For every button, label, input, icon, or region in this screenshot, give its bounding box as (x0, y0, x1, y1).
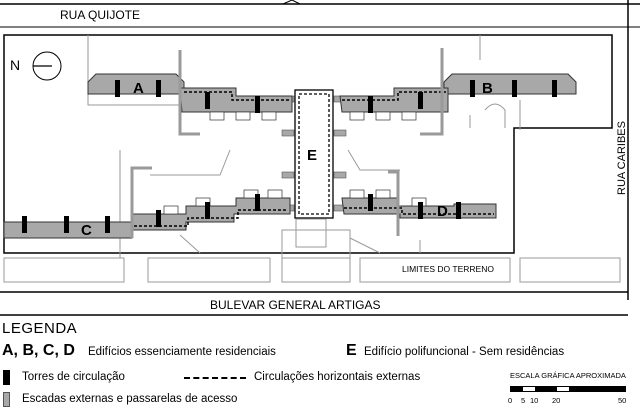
building-a-label: A (133, 80, 144, 97)
building-d-circulation (344, 207, 494, 215)
scale-tick: 5 (521, 396, 526, 405)
street-label-right: RUA CARIBES (616, 121, 628, 195)
site-plan: RUA QUIJOTE BULEVAR GENERAL ARTIGAS RUA … (0, 0, 640, 316)
scale-segment (569, 387, 625, 391)
building-b-units (349, 111, 417, 121)
building-d-label: D (437, 203, 448, 220)
scale-segment (511, 387, 523, 391)
legend-e-text: Edifício polifuncional - Sem residências (364, 346, 565, 358)
street-label-bottom: BULEVAR GENERAL ARTIGAS (210, 298, 381, 312)
stairs-swatch-icon (3, 392, 10, 407)
building-c-label: C (81, 222, 92, 239)
building-a-stairs (178, 50, 200, 136)
building-b-towers (368, 80, 557, 113)
building-a-circulation (184, 91, 290, 101)
legend-circulation-text: Circulações horizontais externas (254, 371, 421, 383)
scale-segment (535, 387, 557, 391)
legend-stairs-text: Escadas externas e passarelas de acesso (22, 393, 238, 405)
scale-tick: 20 (552, 396, 561, 405)
building-e-label: E (307, 147, 317, 164)
scale-tick: 10 (530, 396, 539, 405)
legend-abcd-text: Edifícios essenciamente residenciais (88, 346, 276, 358)
scale-tick: 50 (618, 396, 627, 405)
site-boundary (3, 34, 613, 254)
legend-towers-text: Torres de circulação (22, 371, 125, 383)
building-c-towers (22, 194, 260, 233)
scale-bar (510, 386, 626, 392)
circulation-swatch-icon (184, 377, 246, 379)
building-e (294, 89, 334, 219)
graphic-scale: ESCALA GRÁFICA APROXIMADA 0 5 10 20 50 (500, 366, 640, 408)
building-a-units (209, 111, 277, 121)
lot-limit-label: LIMITES DO TERRENO (402, 264, 494, 274)
building-c-circulation (134, 209, 288, 227)
legend-e-letter: E (346, 342, 357, 359)
street-label-top: RUA QUIJOTE (60, 8, 140, 22)
north-label: N (10, 57, 20, 73)
street-junction-mark (282, 0, 301, 5)
legend-abcd-letters: A, B, C, D (2, 342, 75, 359)
building-b-stairs (420, 48, 444, 136)
building-e-circulation (298, 93, 330, 215)
building-b-label: B (482, 80, 493, 97)
building-c-stairs (130, 166, 152, 238)
building-e-plaza (295, 218, 327, 248)
legend-title: LEGENDA (2, 320, 78, 337)
legend: LEGENDA A, B, C, D Edifícios essenciamen… (0, 318, 640, 408)
scale-title: ESCALA GRÁFICA APROXIMADA (510, 371, 626, 380)
context-lines (3, 35, 621, 283)
building-c-wing (131, 197, 291, 231)
building-d-towers (368, 194, 461, 219)
building-a-towers (115, 80, 260, 113)
scale-tick: 0 (508, 396, 513, 405)
building-d-stairs (388, 170, 400, 236)
tower-swatch-icon (3, 370, 10, 385)
